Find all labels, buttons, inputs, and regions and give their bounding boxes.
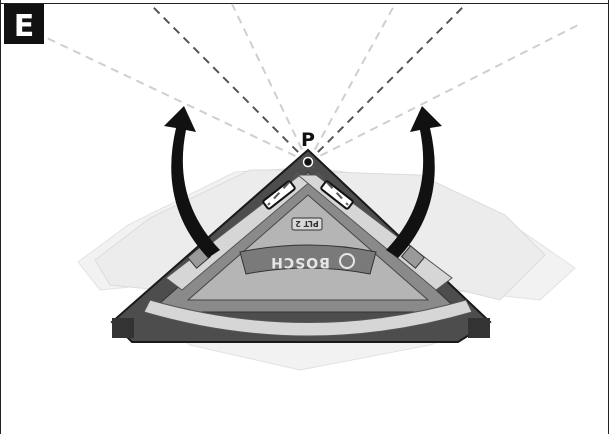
right-laser-window (320, 180, 354, 210)
bottom-rail (143, 299, 473, 337)
ghost-laser-lines (29, 3, 581, 163)
bosch-logo-icon (339, 253, 355, 269)
model-plate (291, 217, 323, 231)
right-foot (468, 318, 490, 338)
pivot-label: P (301, 129, 315, 151)
brand-label: BOSCH (270, 254, 330, 270)
model-label: PLT 2 (295, 219, 318, 228)
laser-lines (149, 3, 467, 206)
panel-label-badge: E (4, 4, 44, 44)
right-grip (400, 245, 426, 269)
right-rotate-arrow-icon (386, 106, 442, 258)
pivot-point (302, 156, 314, 168)
left-foot (112, 318, 134, 338)
left-laser-window (262, 180, 296, 210)
left-rotate-arrow-icon (164, 106, 220, 258)
panel-label: E (14, 9, 35, 44)
